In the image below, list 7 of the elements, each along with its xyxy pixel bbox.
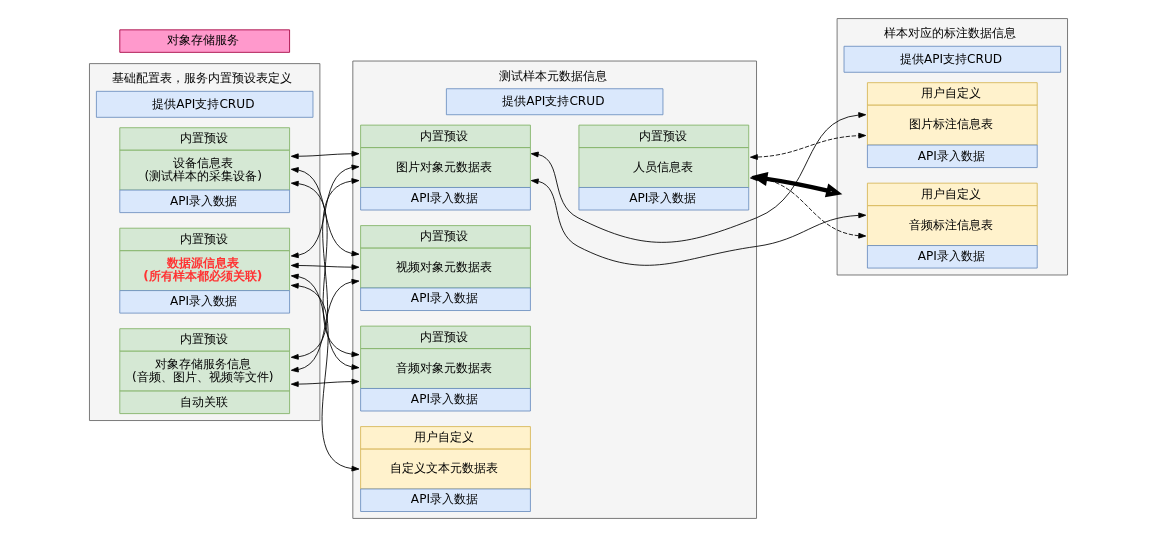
- arrow: [290, 378, 360, 387]
- arrow: [290, 282, 360, 472]
- arrow: [530, 178, 867, 266]
- arrow: [530, 112, 867, 243]
- arrow: [290, 150, 360, 160]
- arrow: [750, 132, 867, 160]
- arrow: [290, 262, 360, 271]
